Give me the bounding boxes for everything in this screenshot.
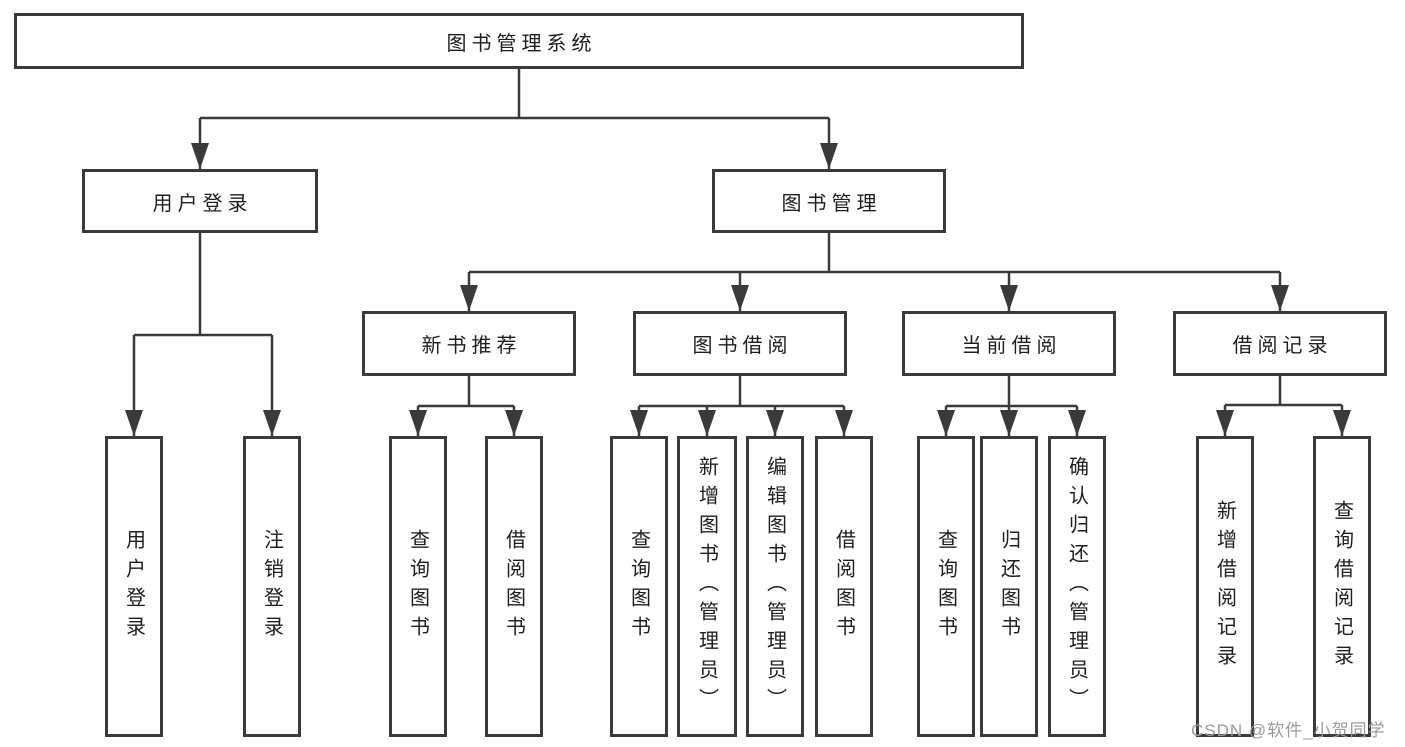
node-label: 新增图书（管理员） [695,456,718,717]
connector-current-borrowing-to-leaves [944,376,1079,436]
leaf-query-borrow-record: 查询借阅记录 [1313,436,1371,737]
connector-book-management-to-level3 [467,233,1282,311]
node-label: 注销登录 [260,528,283,645]
node-library-management-system: 图书管理系统 [14,13,1024,69]
csdn-watermark: CSDN @软件_小贺同学 [1191,721,1386,740]
node-label: 查询借阅记录 [1330,499,1353,674]
arrow-icon [125,410,143,436]
leaf-user-login: 用户登录 [105,436,163,737]
arrow-icon [505,410,523,436]
arrow-icon [191,143,209,169]
arrow-icon [630,410,648,436]
node-label: 图书管理系统 [446,32,597,55]
leaf-add-books-admin: 新增图书（管理员） [677,436,737,737]
connector-borrow-records-to-leaves [1223,376,1344,436]
node-user-login: 用户登录 [82,169,318,233]
leaf-add-borrow-record: 新增借阅记录 [1196,436,1254,737]
arrow-icon [1216,410,1234,436]
node-label: 确认归还（管理员） [1065,456,1088,717]
node-label: 新书推荐 [421,335,522,357]
node-label: 用户登录 [122,528,145,645]
arrow-icon [835,410,853,436]
connector-root-to-level2 [198,69,831,169]
node-label: 查询图书 [406,528,429,645]
arrow-icon [937,410,955,436]
node-label: 图书借阅 [692,335,793,357]
node-book-management: 图书管理 [712,169,946,233]
connector-user-login-to-leaves [132,233,274,436]
connector-new-book-rec-to-leaves [416,376,516,436]
arrow-icon [766,410,784,436]
node-book-borrowing: 图书借阅 [633,311,847,376]
leaf-return-books: 归还图书 [980,436,1038,737]
node-label: 新增借阅记录 [1213,499,1236,674]
node-label: 当前借阅 [961,335,1062,357]
arrow-icon [263,410,281,436]
node-label: 借阅记录 [1232,335,1333,357]
node-label: 编辑图书（管理员） [763,456,786,717]
arrow-icon [1000,285,1018,311]
arrow-icon [698,410,716,436]
node-label: 用户登录 [152,192,253,215]
arrow-icon [1271,285,1289,311]
arrow-icon [731,285,749,311]
node-label: 图书管理 [781,192,882,215]
arrow-icon [409,410,427,436]
leaf-edit-books-admin: 编辑图书（管理员） [746,436,804,737]
arrow-icon [1333,410,1351,436]
node-label: 查询图书 [934,528,957,645]
leaf-logout: 注销登录 [243,436,301,737]
leaf-borrow-books-rec: 借阅图书 [485,436,543,737]
leaf-borrow-books: 借阅图书 [815,436,873,737]
node-current-borrowing: 当前借阅 [902,311,1116,376]
node-borrowing-records: 借阅记录 [1173,311,1387,376]
arrow-icon [1068,410,1086,436]
leaf-confirm-return-admin: 确认归还（管理员） [1048,436,1106,737]
node-label: 归还图书 [997,528,1020,645]
arrow-icon [820,143,838,169]
arrow-icon [460,285,478,311]
node-label: 查询图书 [627,528,650,645]
leaf-query-books-borrowing: 查询图书 [610,436,668,737]
connector-book-borrowing-to-leaves [637,376,846,436]
node-label: 借阅图书 [832,528,855,645]
leaf-query-books-rec: 查询图书 [389,436,447,737]
connector-paths [132,69,1344,436]
node-label: 借阅图书 [502,528,525,645]
arrow-icon [1000,410,1018,436]
node-new-book-recommendation: 新书推荐 [362,311,576,376]
leaf-query-books-current: 查询图书 [917,436,975,737]
